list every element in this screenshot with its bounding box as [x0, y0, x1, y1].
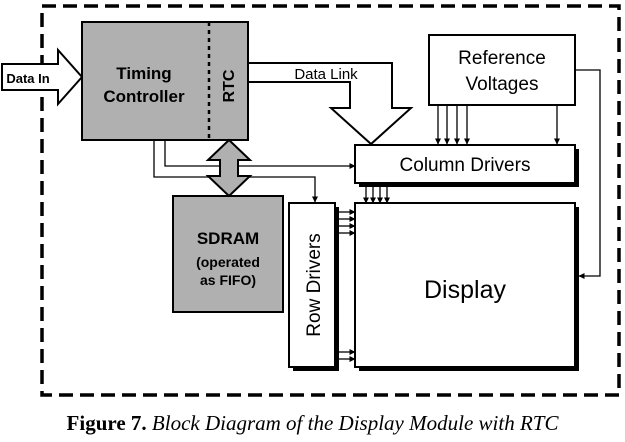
sdram-label-line3: as FIFO) [200, 272, 256, 288]
column-drivers-block: Column Drivers [354, 144, 579, 187]
figure-caption: Figure 7. Block Diagram of the Display M… [0, 404, 625, 442]
display-label: Display [424, 276, 506, 304]
row-drivers-block: Row Drivers [288, 202, 339, 371]
timing-controller-label-line1: Timing [116, 64, 171, 83]
caption-label: Figure 7. [66, 411, 147, 435]
column-drivers-label: Column Drivers [400, 155, 531, 176]
sdram-label-line2: (operated [196, 254, 260, 270]
caption-text: Block Diagram of the Display Module with… [151, 411, 559, 435]
timing-controller-block: Timing Controller RTC [81, 21, 249, 141]
data-in-label: Data In [6, 71, 49, 86]
sdram-label-line1: SDRAM [197, 229, 259, 248]
reference-voltages-label-line2: Voltages [466, 74, 539, 95]
row-drivers-label: Row Drivers [304, 233, 325, 336]
reference-voltages-block: Reference Voltages [428, 34, 576, 106]
column-driver-lines [363, 187, 390, 204]
display-block: Display [354, 202, 579, 371]
sdram-block: SDRAM (operated as FIFO) [172, 195, 284, 313]
timing-controller-label-line2: Controller [103, 87, 185, 106]
control-line-to-column-drivers [164, 140, 356, 169]
reference-voltage-lines [435, 105, 560, 145]
row-driver-lines [339, 209, 356, 362]
rtc-label: RTC [221, 69, 238, 102]
data-link-label: Data Link [294, 66, 358, 83]
reference-to-display-line [575, 69, 601, 279]
data-in-arrow: Data In [1, 47, 84, 107]
data-link-arrow: Data Link [247, 62, 414, 146]
reference-voltages-label-line1: Reference [458, 48, 546, 69]
sdram-bidirectional-arrow [205, 138, 253, 198]
